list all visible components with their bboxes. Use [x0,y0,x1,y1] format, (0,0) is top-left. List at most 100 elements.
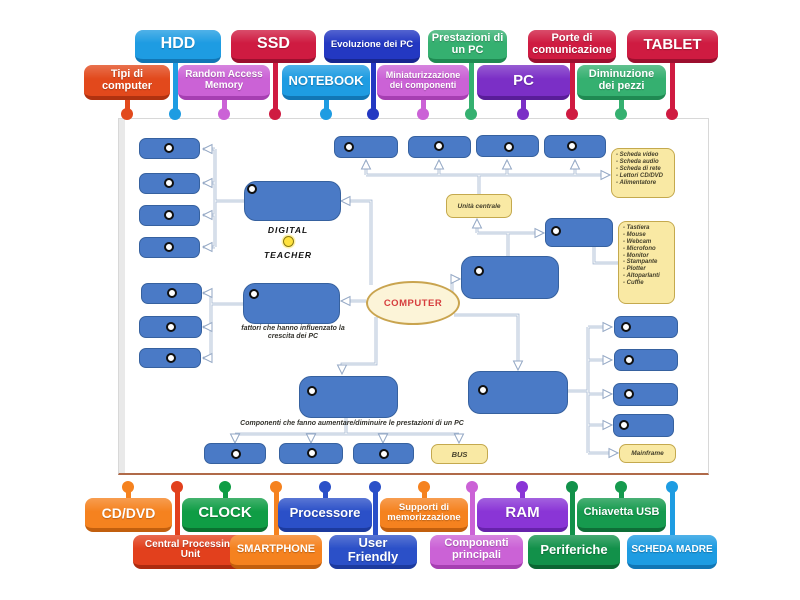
drop-zone-rect[interactable] [299,376,398,418]
label-ram[interactable]: RAM [477,498,568,532]
label-pin-stem [372,487,378,545]
note-item: Scheda audio [616,159,670,166]
label-hdd[interactable]: HDD [135,30,221,63]
label-pin-dot [218,108,230,120]
label-pin-dot [466,481,478,493]
label-pin-stem [669,487,675,545]
note-item: Mouse [623,232,670,239]
note-item: Tastiera [623,225,670,232]
note-item: Lettori CD/DVD [616,173,670,180]
mainframe-box: Mainframe [619,444,676,463]
label-pin-stem [174,487,180,545]
drop-target-dot[interactable] [344,142,354,152]
label-ssd[interactable]: SSD [231,30,316,63]
drop-target-dot[interactable] [504,142,514,152]
drop-zone-rect[interactable] [334,136,398,158]
note-item: Cuffie [623,280,670,287]
drop-target-dot[interactable] [621,322,631,332]
caption-fattori: fattori che hanno influenzato la crescit… [241,325,345,341]
label-user-friendly[interactable]: User Friendly [329,535,417,569]
label-pin-stem [323,95,329,114]
drop-target-dot[interactable] [567,141,577,151]
drop-zone-rect[interactable] [243,283,340,324]
lightbulb-icon [282,236,294,247]
drop-target-dot[interactable] [624,389,634,399]
note-item: Alimentatore [616,180,670,187]
label-pin-dot [666,108,678,120]
label-periferiche[interactable]: Periferiche [528,535,620,569]
label-porte-di-comunicazione[interactable]: Porte di comunicazione [528,30,616,63]
logo-line1: DIGITAL [267,225,309,235]
label-notebook[interactable]: NOTEBOOK [282,65,370,100]
label-pin-dot [517,108,529,120]
label-pin-dot [270,481,282,493]
drop-target-dot[interactable] [164,178,174,188]
drop-target-dot[interactable] [231,449,241,459]
label-evoluzione-dei-pc[interactable]: Evoluzione dei PC [324,30,420,63]
note-item: Scheda di rete [616,166,670,173]
label-processore[interactable]: Processore [278,498,372,532]
drop-zone-rect[interactable] [614,349,678,371]
connector-lines [201,143,620,459]
drop-target-dot[interactable] [167,288,177,298]
drop-target-dot[interactable] [247,184,257,194]
label-pin-stem [124,95,130,114]
note-item: Webcam [623,239,670,246]
label-pc[interactable]: PC [477,65,570,100]
label-pin-stem [569,487,575,545]
note-item: Scheda video [616,152,670,159]
label-clock[interactable]: CLOCK [182,498,268,532]
label-miniaturizzazione-dei-componenti[interactable]: Miniaturizzazione dei componenti [377,65,469,100]
drop-zone-rect[interactable] [461,256,559,299]
drop-target-dot[interactable] [619,420,629,430]
drop-zone-rect[interactable] [613,383,678,406]
label-tablet[interactable]: TABLET [627,30,718,63]
drop-zone-rect[interactable] [244,181,341,221]
label-componenti-principali[interactable]: Componenti principali [430,535,523,569]
label-chiavetta-usb[interactable]: Chiavetta USB [577,498,666,532]
drop-target-dot[interactable] [624,355,634,365]
label-random-access-memory[interactable]: Random Access Memory [178,65,270,100]
arrowheads [201,143,620,459]
drop-target-dot[interactable] [164,210,174,220]
label-pin-dot [169,108,181,120]
label-pin-stem [618,95,624,114]
drop-target-dot[interactable] [164,242,174,252]
label-pin-stem [469,487,475,545]
drop-target-dot[interactable] [307,448,317,458]
drop-target-dot[interactable] [434,141,444,151]
drop-zone-rect[interactable] [614,316,678,338]
label-tipi-di-computer[interactable]: Tipi di computer [84,65,170,100]
drop-zone-rect[interactable] [613,414,674,437]
note-item: Altoparlanti [623,273,670,280]
label-pin-stem [569,60,575,114]
label-pin-dot [465,108,477,120]
drop-target-dot[interactable] [474,266,484,276]
label-pin-dot [516,481,528,493]
label-pin-dot [121,108,133,120]
scan-edge [119,119,125,473]
label-smartphone[interactable]: SMARTPHONE [230,535,322,569]
label-pin-stem [222,487,228,505]
label-cd-dvd[interactable]: CD/DVD [85,498,172,532]
label-pin-dot [418,481,430,493]
label-scheda-madre[interactable]: SCHEDA MADRE [627,535,717,569]
label-pin-stem [221,95,227,114]
drop-target-dot[interactable] [478,385,488,395]
drop-target-dot[interactable] [166,353,176,363]
drop-target-dot[interactable] [249,289,259,299]
drop-target-dot[interactable] [307,386,317,396]
label-central-processing-unit[interactable]: Central Processing Unit [133,535,248,569]
drop-target-dot[interactable] [379,449,389,459]
drop-target-dot[interactable] [551,226,561,236]
label-pin-dot [615,481,627,493]
label-supporti-di-memorizzazione[interactable]: Supporti di memorizzazione [380,498,468,532]
caption-componenti: Componenti che fanno aumentare/diminuire… [240,420,464,427]
drop-target-dot[interactable] [164,143,174,153]
label-pin-dot [566,481,578,493]
drop-target-dot[interactable] [166,322,176,332]
bus-box: BUS [431,444,488,464]
label-pin-stem [272,60,278,114]
label-prestazioni-di-un-pc[interactable]: Prestazioni di un PC [428,30,507,63]
label-diminuzione-dei-pezzi[interactable]: Diminuzione dei pezzi [577,65,666,100]
